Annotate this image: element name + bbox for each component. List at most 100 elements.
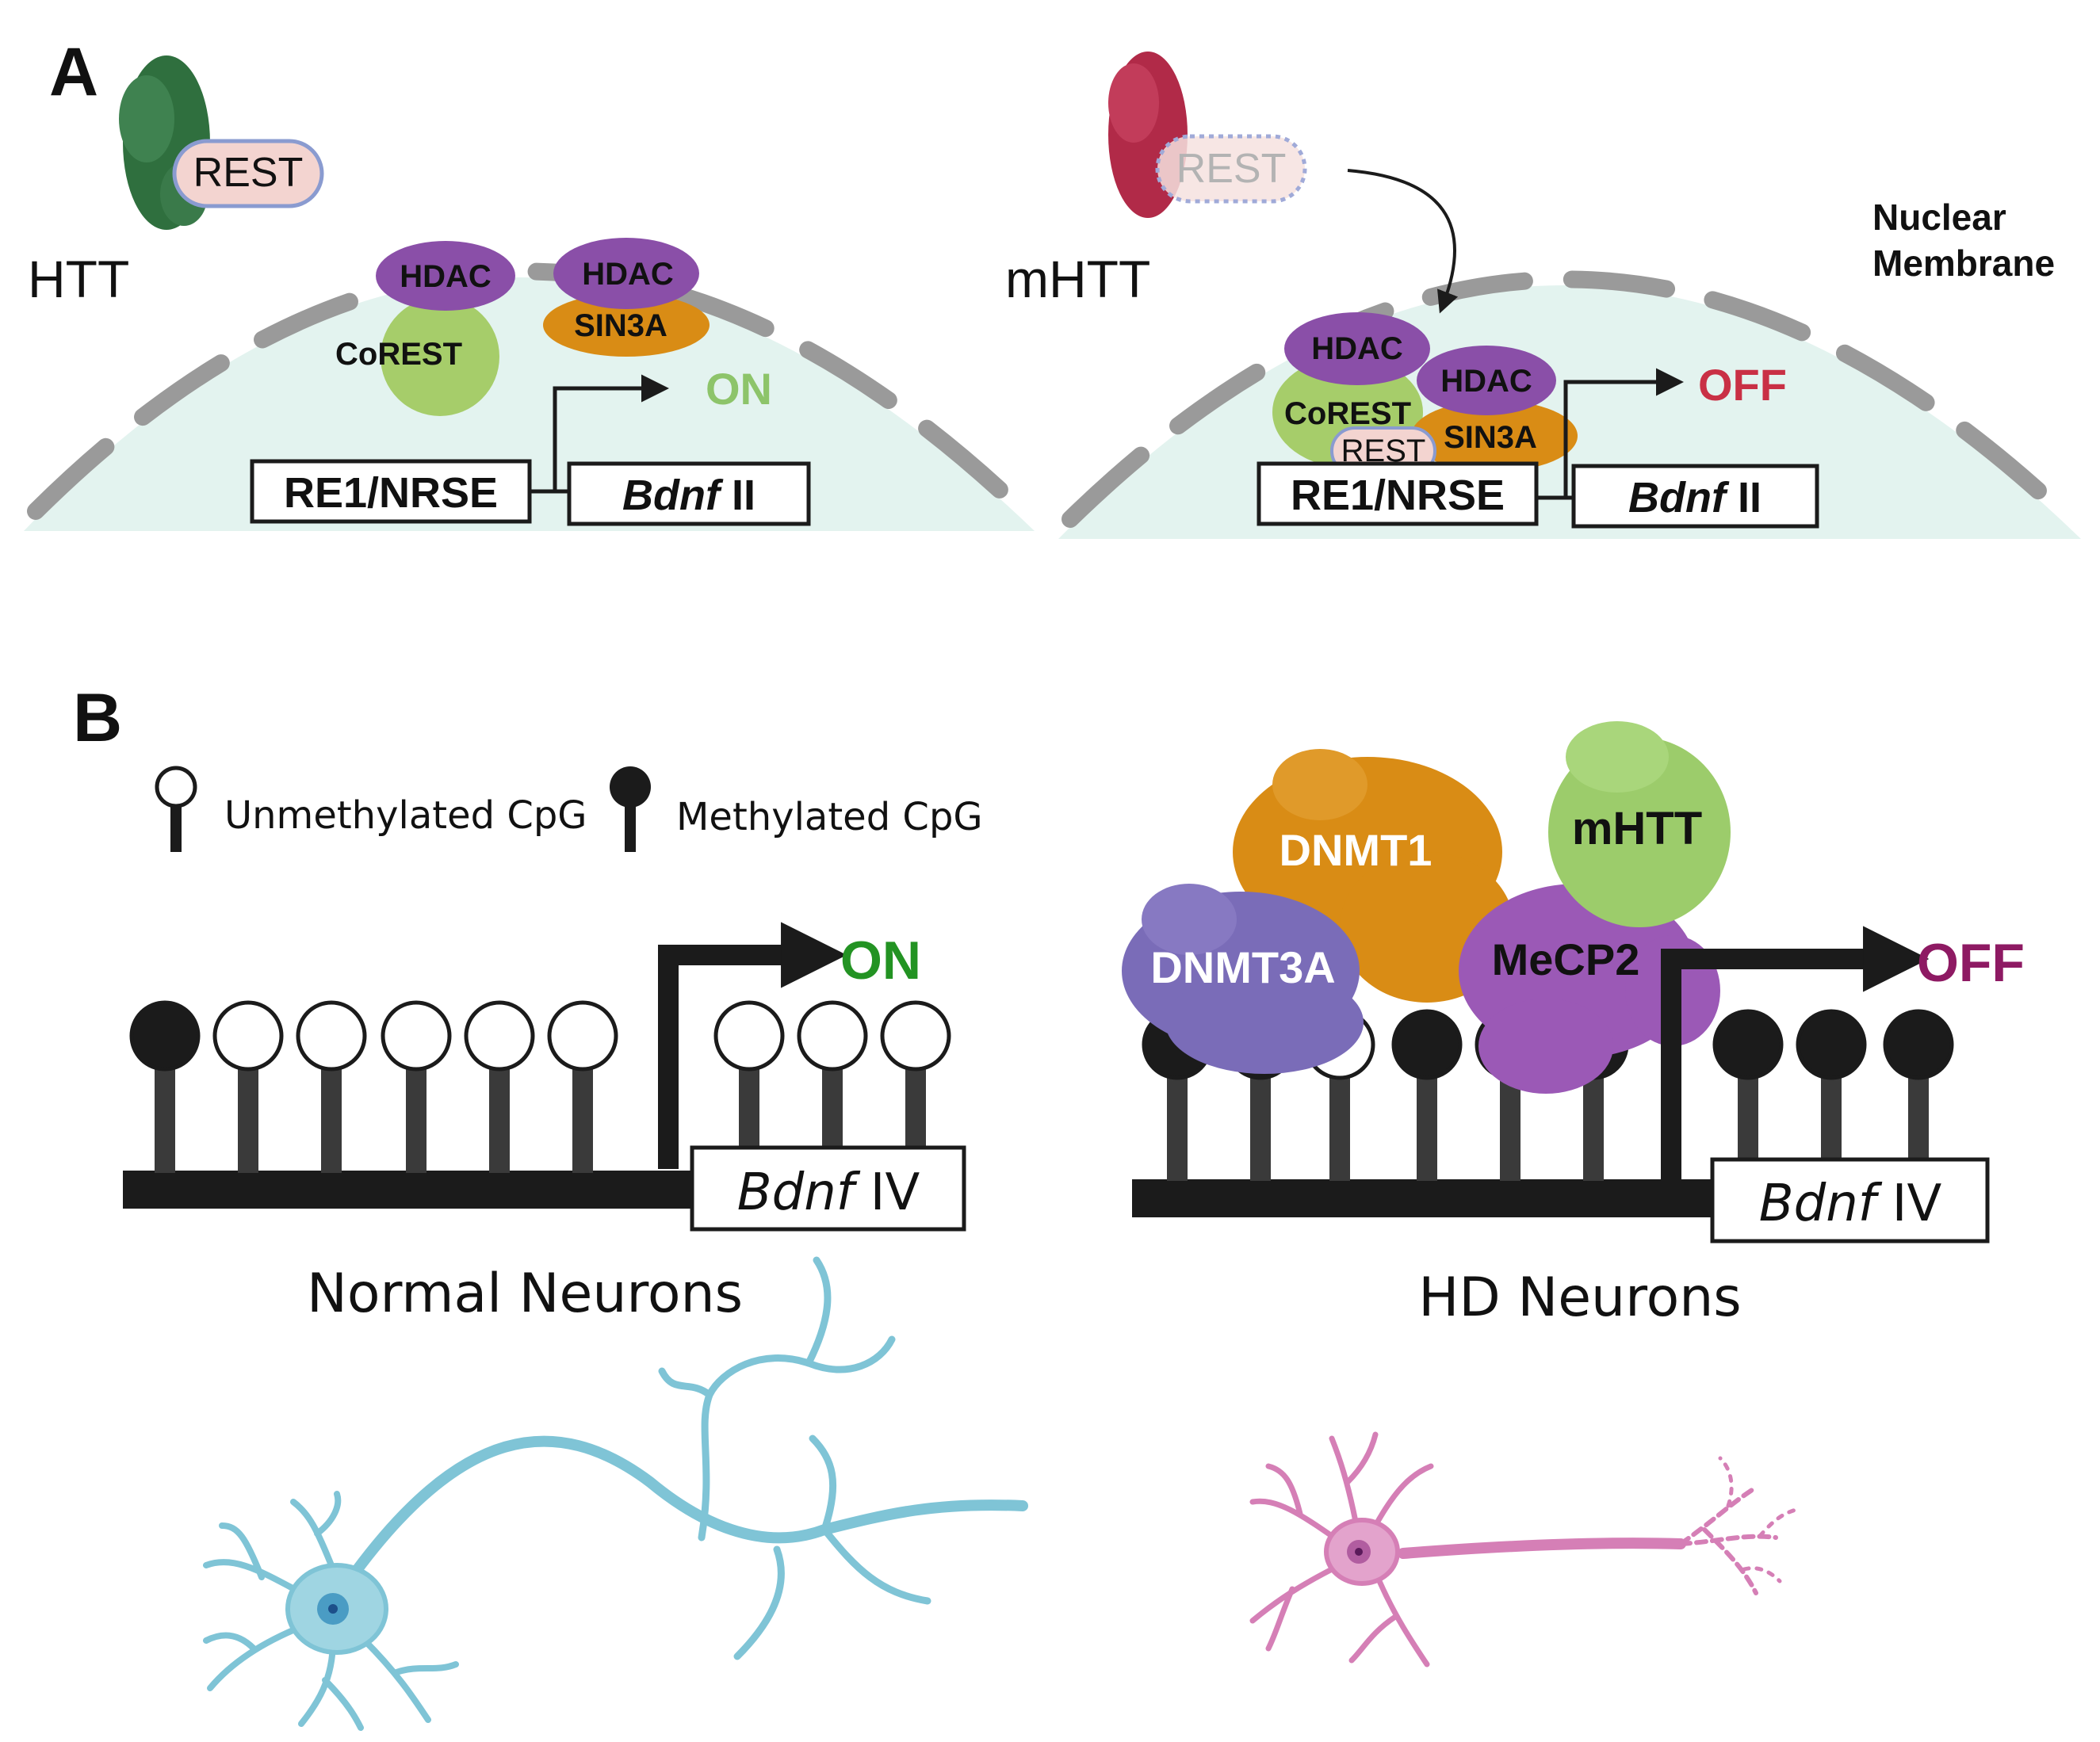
panel-a: A REST HTT CoREST HDAC SIN3A HDAC	[24, 34, 2081, 539]
normal-neuron-branch-3	[805, 1256, 832, 1367]
nuclear-membrane-right	[1061, 270, 2078, 528]
promoter-left: ON RE1/NRSE Bdnf II	[250, 364, 811, 526]
corest-blob-left	[381, 297, 499, 416]
nuclear-label-line2: Membrane	[1872, 243, 2055, 284]
sin3a-complex-left: SIN3A HDAC	[543, 238, 710, 357]
normal-neuron-branch-1	[698, 1335, 896, 1541]
left-unmethylated-cpg-7	[713, 1000, 785, 1072]
dna-strand-right	[1132, 1179, 1760, 1217]
right-methylated-cpg-9	[1883, 1009, 1954, 1080]
bdnf-ii-box-right	[1571, 464, 1819, 529]
right-methylated-cpg-4	[1391, 1009, 1463, 1080]
sin3a-blob-left	[543, 293, 710, 357]
left-unmethylated-cpg-4	[381, 1000, 452, 1072]
corest-complex-left: CoREST HDAC	[335, 241, 515, 416]
tss-arrow-right	[1563, 368, 1684, 498]
normal-neuron-branch-5	[733, 1545, 785, 1660]
right-methylated-cpg-7	[1712, 1009, 1784, 1080]
legend-unmeth-label: Unmethylated CpG	[224, 793, 587, 838]
sin3a-label-left: SIN3A	[574, 308, 667, 343]
nuclear-label-line1: Nuclear	[1872, 197, 2006, 238]
normal-neuron-axon	[343, 1435, 1028, 1587]
left-unmethylated-cpg-3	[296, 1000, 367, 1072]
nucleus-right-body	[1058, 285, 2081, 539]
tss-arrow-b-left	[658, 922, 847, 1169]
hdac-blob-right-1	[1284, 312, 1430, 385]
mecp2-label: MeCP2	[1492, 934, 1640, 984]
hd-neuron-dendrite-5	[1372, 1463, 1434, 1529]
tss-arrow-left	[553, 374, 669, 491]
caption-hd-neurons: HD Neurons	[1418, 1266, 1742, 1329]
hd-neuron-dendrite-3	[1329, 1431, 1379, 1525]
rest-label-right: REST	[1176, 146, 1287, 192]
bdnf-iv-box-right	[1710, 1157, 1990, 1243]
left-unmethylated-cpg-6	[547, 1000, 618, 1072]
legend-unmeth-circle	[155, 766, 197, 808]
tss-arrow-b-right	[1661, 926, 1930, 1179]
hd-neuron-axon	[1398, 1538, 1686, 1559]
mhtt-b-blob-2	[1566, 721, 1669, 793]
normal-neuron	[203, 1256, 1028, 1731]
hdac-label-right-1: HDAC	[1311, 331, 1403, 366]
promoter-right: OFF RE1/NRSE Bdnf II	[1257, 360, 1819, 529]
dna-strand-left	[123, 1171, 737, 1209]
dnmt3a-blob-3	[1142, 884, 1237, 955]
hd-neuron-dendrite-2	[1249, 1562, 1343, 1652]
mhtt-protein-a: REST mHTT	[1005, 52, 1307, 308]
mhtt-label-b: mHTT	[1572, 803, 1702, 854]
sin3a-label-right: SIN3A	[1444, 420, 1537, 455]
normal-neuron-dendrite-5	[290, 1491, 342, 1572]
left-unmethylated-cpg-9	[880, 1000, 951, 1072]
left-unmethylated-cpg-8	[797, 1000, 868, 1072]
left-methylated-cpg-1	[129, 1000, 201, 1072]
hd-neuron-terminal-1	[1678, 1488, 1778, 1595]
re1-box-left	[250, 459, 532, 524]
dnmt3a-label: DNMT3A	[1150, 942, 1335, 992]
mhtt-blob-2	[1108, 63, 1159, 143]
panel-b: B Unmethylated CpG Methylated CpG ON Bdn…	[73, 680, 2025, 1731]
htt-blob-2	[119, 75, 174, 162]
status-off-b: OFF	[1917, 933, 2025, 993]
normal-neuron-branch-2	[658, 1367, 713, 1399]
rest-bound-htt	[172, 139, 324, 208]
hd-neuron-nucleolus	[1355, 1548, 1363, 1556]
right-methylated-cpg-8	[1796, 1009, 1867, 1080]
rest-translocation-arrow	[1347, 169, 1459, 314]
re1-box-right	[1257, 461, 1539, 526]
hdac-label-left-2: HDAC	[582, 257, 674, 292]
hd-neuron	[1249, 1431, 1798, 1668]
cpg-legend: Unmethylated CpG Methylated CpG	[155, 766, 983, 852]
mecp2-blob-2	[1478, 999, 1613, 1094]
rest-label-left: REST	[193, 150, 304, 196]
panel-a-letter: A	[49, 34, 98, 110]
hd-neuron-terminal-2	[1718, 1456, 1798, 1583]
bdnf-ii-label-left: Bdnf II	[622, 472, 755, 519]
status-on-left-a: ON	[706, 364, 772, 414]
bdnf-iv-label-left: Bdnf IV	[737, 1163, 920, 1222]
mecp2-protein: MeCP2	[1459, 884, 1720, 1094]
hdac-label-left-1: HDAC	[400, 259, 492, 294]
dna-right: DNMT1 DNMT3A MeCP2 mHTT OFF	[1122, 721, 2025, 1329]
rest-detached	[1155, 134, 1307, 204]
htt-label: HTT	[28, 250, 129, 308]
nuclear-membrane-left	[27, 262, 1031, 520]
corest-label-right: CoREST	[1284, 396, 1411, 431]
re1-label-right: RE1/NRSE	[1291, 472, 1505, 519]
hdac-blob-left-2	[553, 238, 699, 309]
sin3a-complex-right: SIN3A HDAC	[1411, 346, 1578, 472]
panel-a-right-nucleus	[1058, 270, 2081, 539]
hd-neuron-dendrite-1	[1249, 1463, 1343, 1545]
left-unmethylated-cpg-2	[212, 1000, 284, 1072]
re1-label-left: RE1/NRSE	[284, 469, 498, 517]
normal-neuron-branch-4	[809, 1434, 837, 1534]
sin3a-blob-right	[1411, 400, 1578, 472]
bdnf-ii-box-left	[567, 461, 811, 526]
normal-neuron-dendrite-4	[361, 1637, 459, 1723]
hdac-blob-right-2	[1417, 346, 1556, 415]
dnmt1-blob-3	[1272, 749, 1367, 820]
normal-neuron-branch-6	[820, 1526, 931, 1605]
hdac-blob-left-1	[376, 241, 515, 311]
status-on-b: ON	[840, 930, 921, 991]
mhtt-label-a: mHTT	[1005, 250, 1150, 308]
hdac-label-right-2: HDAC	[1440, 364, 1532, 399]
